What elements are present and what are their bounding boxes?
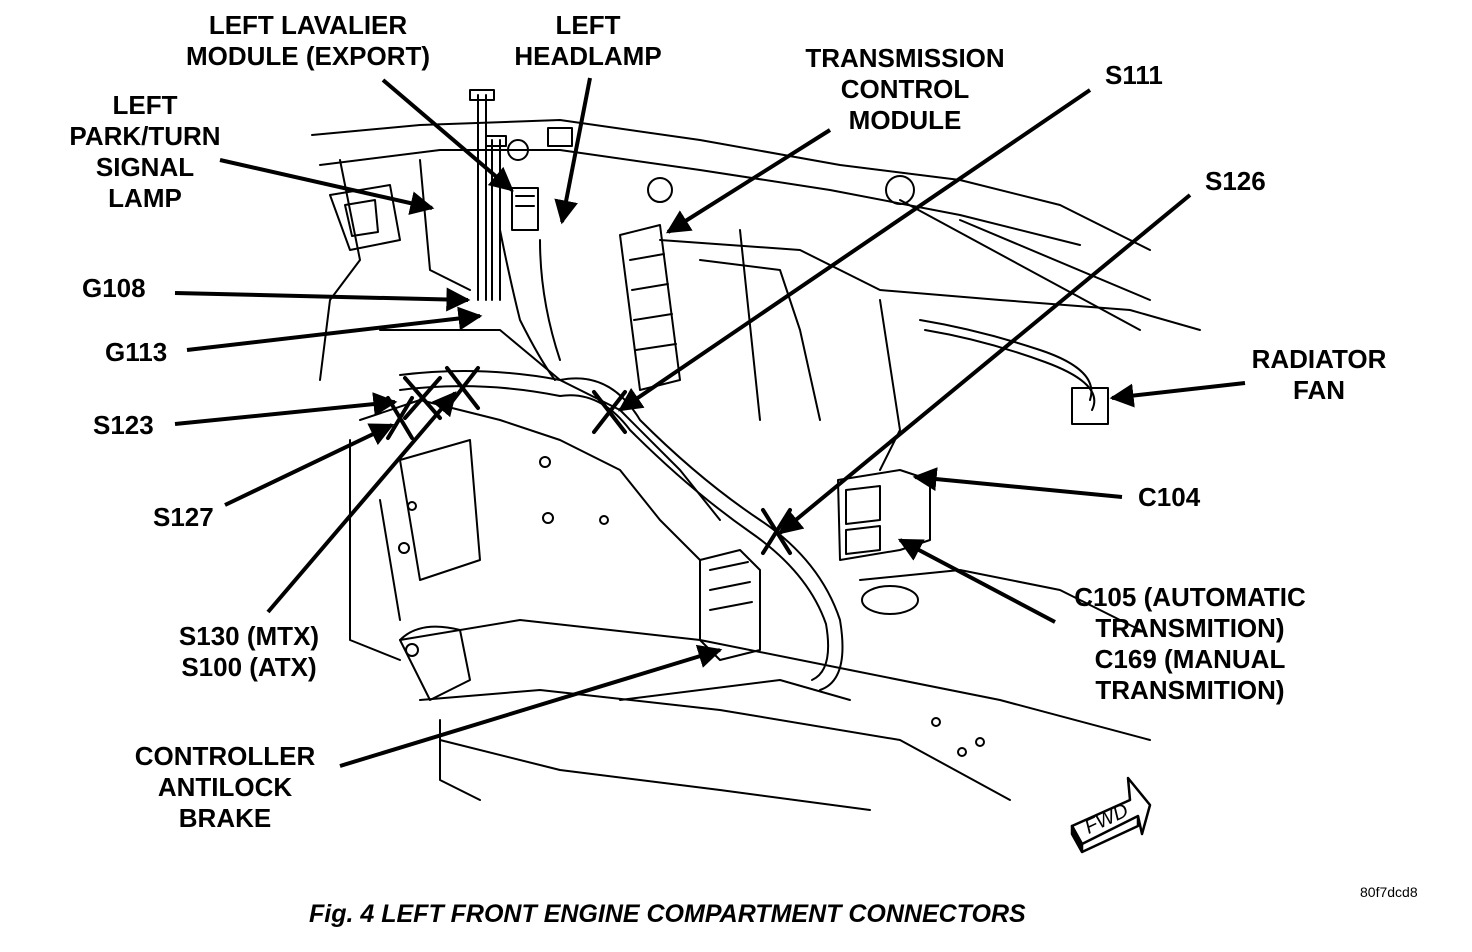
- label-line: PARK/TURN: [69, 121, 221, 151]
- label-c104: C104: [1138, 482, 1201, 512]
- label-line: CONTROL: [840, 74, 970, 104]
- label-line: S100 (ATX): [181, 652, 317, 682]
- label-line: MODULE (EXPORT): [185, 41, 431, 71]
- label-s123: S123: [93, 410, 154, 440]
- label-left-lavalier-module: LEFT LAVALIER MODULE (EXPORT): [178, 10, 438, 72]
- label-line: C169 (MANUAL: [1094, 644, 1286, 674]
- label-g108: G108: [82, 273, 146, 303]
- label-s127: S127: [153, 502, 214, 532]
- label-s111: S111: [1105, 60, 1163, 90]
- image-code: 80f7dcd8: [1360, 884, 1418, 900]
- label-line: LEFT LAVALIER: [208, 10, 408, 40]
- label-line: C105 (AUTOMATIC: [1074, 582, 1306, 612]
- label-line: SIGNAL: [95, 152, 195, 182]
- label-line: TRANSMITION): [1095, 675, 1285, 705]
- label-line: HEADLAMP: [514, 41, 662, 71]
- label-line: LEFT: [555, 10, 621, 40]
- label-line: ANTILOCK: [157, 772, 293, 802]
- splice-markers: [386, 366, 792, 555]
- label-left-park-turn-signal-lamp: LEFT PARK/TURN SIGNAL LAMP: [55, 90, 235, 214]
- label-left-headlamp: LEFT HEADLAMP: [508, 10, 668, 72]
- label-line: TRANSMITION): [1095, 613, 1285, 643]
- label-s130-s100: S130 (MTX) S100 (ATX): [168, 621, 330, 683]
- label-line: TRANSMISSION: [805, 43, 1005, 73]
- label-c105-c169: C105 (AUTOMATIC TRANSMITION) C169 (MANUA…: [1060, 582, 1320, 706]
- fwd-arrow-icon: [1070, 776, 1152, 854]
- label-line: CONTROLLER: [134, 741, 316, 771]
- label-controller-antilock-brake: CONTROLLER ANTILOCK BRAKE: [120, 741, 330, 834]
- label-line: RADIATOR: [1251, 344, 1387, 374]
- label-transmission-control-module: TRANSMISSION CONTROL MODULE: [792, 43, 1018, 136]
- callout-arrows: [174, 77, 1246, 768]
- label-line: S130 (MTX): [178, 621, 320, 651]
- label-line: FAN: [1293, 375, 1345, 405]
- label-line: LEFT: [112, 90, 178, 120]
- label-radiator-fan: RADIATOR FAN: [1244, 344, 1394, 406]
- label-s126: S126: [1205, 166, 1266, 196]
- label-line: BRAKE: [178, 803, 272, 833]
- label-g113: G113: [105, 337, 168, 367]
- label-line: LAMP: [108, 183, 182, 213]
- figure-caption: Fig. 4 LEFT FRONT ENGINE COMPARTMENT CON…: [309, 900, 1026, 928]
- label-line: MODULE: [848, 105, 962, 135]
